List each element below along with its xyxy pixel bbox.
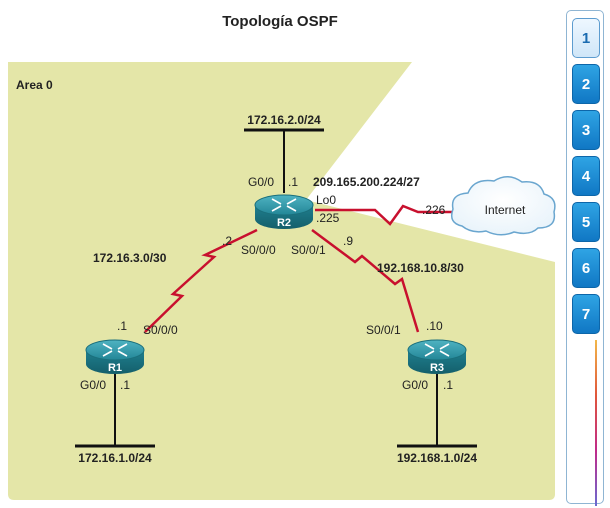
r1-s000-host: .1 [117,319,127,333]
step-button-4[interactable]: 4 [572,156,600,196]
network-r1-r2: 172.16.3.0/30 [93,251,167,265]
network-internet: 209.165.200.224/27 [313,175,420,189]
area-label: Area 0 [16,78,53,92]
step-navigation-accent [595,340,597,506]
router-r3-name: R3 [430,362,444,374]
step-button-1[interactable]: 1 [572,18,600,58]
serial-link-r2-r3 [311,228,420,333]
router-r2-name: R2 [277,217,291,229]
isp-host: .226 [422,203,446,217]
step-button-2[interactable]: 2 [572,64,600,104]
router-arrows-icon [271,198,297,212]
r2-s001-label: S0/0/1 [291,243,326,257]
router-r2[interactable]: R2 [254,194,314,229]
serial-link-r1-r2 [144,228,258,333]
network-r3-lan: 192.168.1.0/24 [397,451,477,465]
r2-s000-host: .2 [222,234,232,248]
r2-lo0-host: .225 [316,211,340,225]
area-0-region [8,62,555,500]
diagram-title: Topología OSPF [222,13,338,30]
network-r1-lan: 172.16.1.0/24 [78,451,152,465]
r2-s001-host: .9 [343,234,353,248]
r1-g00-host: .1 [120,378,130,392]
r2-g00-label: G0/0 [248,175,274,189]
r2-s000-label: S0/0/0 [241,243,276,257]
router-r3[interactable]: R3 [407,339,467,374]
serial-link-r2-internet [315,204,455,226]
router-r1-name: R1 [108,362,122,374]
router-arrows-icon [424,343,450,357]
r3-g00-label: G0/0 [402,378,428,392]
r2-g00-host: .1 [288,175,298,189]
router-arrows-icon [102,343,128,357]
r2-lo0-label: Lo0 [316,193,336,207]
network-r2-r3: 192.168.10.8/30 [377,261,464,275]
r1-s000-label: S0/0/0 [143,323,178,337]
step-button-3[interactable]: 3 [572,110,600,150]
r3-g00-host: .1 [443,378,453,392]
internet-cloud: Internet [450,176,556,236]
step-button-7[interactable]: 7 [572,294,600,334]
r1-g00-label: G0/0 [80,378,106,392]
r3-s001-label: S0/0/1 [366,323,401,337]
r3-s001-host: .10 [426,319,443,333]
internet-cloud-label: Internet [485,203,526,217]
step-button-5[interactable]: 5 [572,202,600,242]
router-r1[interactable]: R1 [85,339,145,374]
network-r2-lan: 172.16.2.0/24 [247,113,321,127]
step-button-6[interactable]: 6 [572,248,600,288]
